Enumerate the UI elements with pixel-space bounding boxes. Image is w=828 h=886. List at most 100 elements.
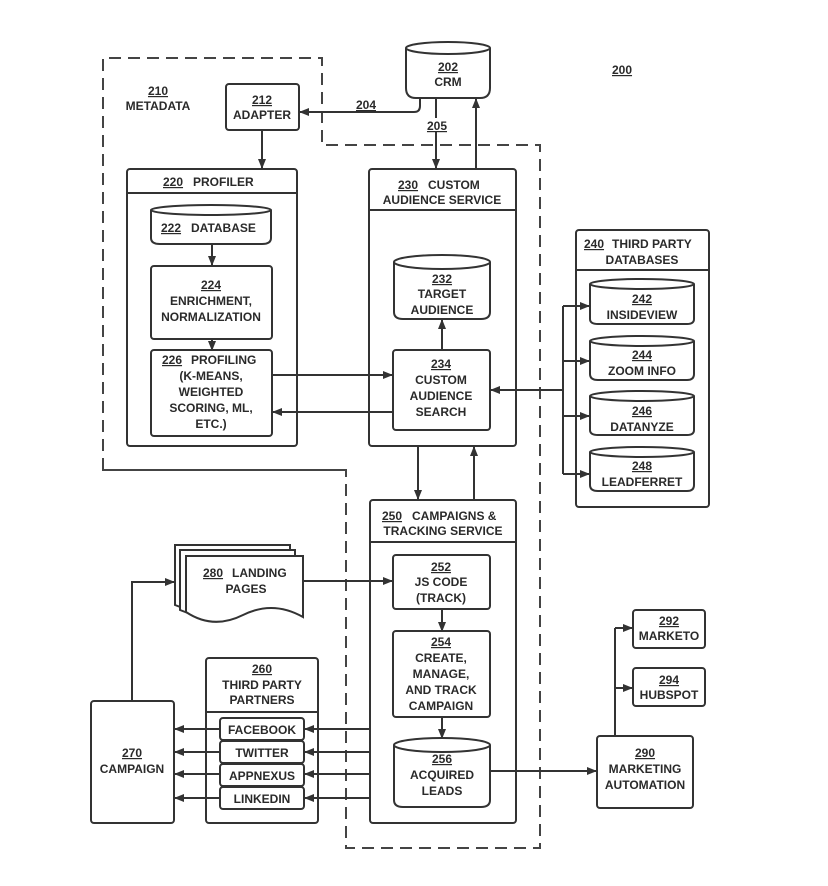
partner-appnexus: APPNEXUS bbox=[219, 763, 305, 787]
campaign-ref: 270 bbox=[122, 746, 142, 760]
js-code-ref: 252 bbox=[431, 560, 451, 574]
tpdb-label: THIRD PARTY bbox=[612, 237, 692, 251]
automation-ref: 290 bbox=[635, 746, 655, 760]
datanyze-label: DATANYZE bbox=[610, 420, 674, 434]
campaign-label: CAMPAIGN bbox=[100, 762, 164, 776]
profiling-line-1: (K-MEANS, bbox=[179, 369, 242, 383]
target-audience-line-2: AUDIENCE bbox=[411, 303, 474, 317]
profiling-line-4: ETC.) bbox=[195, 417, 226, 431]
enrichment-node: 224 ENRICHMENT, NORMALIZATION bbox=[150, 265, 273, 340]
leadferret-label: LEADFERRET bbox=[602, 475, 683, 489]
acquired-leads-node: 256 ACQUIRED LEADS bbox=[393, 737, 491, 808]
insideview-ref: 242 bbox=[632, 292, 652, 306]
profiling-node: 226 PROFILING (K-MEANS, WEIGHTED SCORING… bbox=[150, 349, 273, 437]
search-line-3: SEARCH bbox=[416, 405, 467, 419]
metadata-ref: 210 bbox=[148, 84, 168, 98]
marketo-ref: 292 bbox=[659, 614, 679, 628]
landing-pages-node: 280 LANDING PAGES bbox=[174, 544, 304, 623]
crm-ref: 202 bbox=[438, 60, 458, 74]
campaigns-ref: 250 bbox=[382, 509, 402, 523]
automation-line-2: AUTOMATION bbox=[605, 778, 685, 792]
leads-line-1: ACQUIRED bbox=[410, 768, 474, 782]
hubspot-ref: 294 bbox=[659, 673, 679, 687]
edge-205-label: 205 bbox=[427, 119, 447, 133]
partner-facebook-label: FACEBOOK bbox=[228, 723, 296, 737]
metadata-label: METADATA bbox=[126, 99, 191, 113]
create-manage-node: 254 CREATE, MANAGE, AND TRACK CAMPAIGN bbox=[392, 630, 491, 718]
create-line-3: AND TRACK bbox=[405, 683, 477, 697]
landing-ref: 280 bbox=[203, 566, 223, 580]
partner-linkedin-label: LINKEDIN bbox=[234, 792, 291, 806]
cas-label: CUSTOM bbox=[428, 178, 480, 192]
profiler-label: PROFILER bbox=[193, 175, 254, 189]
crm-node: 202 CRM bbox=[405, 41, 491, 99]
crm-label: CRM bbox=[434, 75, 461, 89]
database-node: 222 DATABASE bbox=[150, 204, 272, 245]
profiling-ref: 226 bbox=[162, 353, 182, 367]
edge-204-label: 204 bbox=[356, 98, 376, 112]
target-audience-ref: 232 bbox=[432, 272, 452, 286]
campaigns-label: CAMPAIGNS & bbox=[412, 509, 497, 523]
adapter-label: ADAPTER bbox=[233, 108, 291, 122]
enrichment-ref: 224 bbox=[201, 278, 221, 292]
create-line-1: CREATE, bbox=[415, 651, 467, 665]
adapter-ref: 212 bbox=[252, 93, 272, 107]
search-ref: 234 bbox=[431, 357, 451, 371]
tpp-line-2: PARTNERS bbox=[229, 693, 294, 707]
partner-twitter: TWITTER bbox=[219, 740, 305, 764]
leads-line-2: LEADS bbox=[422, 784, 463, 798]
zoominfo-node: 244 ZOOM INFO bbox=[589, 335, 695, 381]
zoominfo-ref: 244 bbox=[632, 348, 652, 362]
edge-crm-adapter bbox=[299, 98, 421, 116]
js-code-line-1: JS CODE bbox=[415, 575, 468, 589]
adapter-node: 212 ADAPTER bbox=[225, 83, 300, 131]
datanyze-ref: 246 bbox=[632, 404, 652, 418]
tpdb-label-2: DATABASES bbox=[606, 253, 679, 267]
profiling-line-3: SCORING, ML, bbox=[169, 401, 252, 415]
tpdb-ref: 240 bbox=[584, 237, 604, 251]
profiler-ref: 220 bbox=[163, 175, 183, 189]
landing-label: LANDING bbox=[232, 566, 287, 580]
zoominfo-label: ZOOM INFO bbox=[608, 364, 676, 378]
marketo-label: MARKETO bbox=[639, 629, 699, 643]
partner-facebook: FACEBOOK bbox=[219, 717, 305, 741]
marketo-node: 292 MARKETO bbox=[632, 609, 706, 649]
tpp-line-1: THIRD PARTY bbox=[222, 678, 302, 692]
landing-label-2: PAGES bbox=[225, 582, 266, 596]
search-line-1: CUSTOM bbox=[415, 373, 467, 387]
edge-campaign-landing bbox=[131, 578, 175, 701]
campaigns-label-2: TRACKING SERVICE bbox=[383, 524, 502, 538]
js-code-node: 252 JS CODE (TRACK) bbox=[392, 554, 491, 610]
enrichment-line-1: ENRICHMENT, bbox=[170, 294, 252, 308]
database-label: DATABASE bbox=[191, 221, 256, 235]
create-line-4: CAMPAIGN bbox=[409, 699, 473, 713]
insideview-label: INSIDEVIEW bbox=[607, 308, 678, 322]
custom-audience-search-node: 234 CUSTOM AUDIENCE SEARCH bbox=[392, 349, 491, 431]
datanyze-node: 246 DATANYZE bbox=[589, 390, 695, 436]
create-ref: 254 bbox=[431, 635, 451, 649]
leadferret-node: 248 LEADFERRET bbox=[589, 446, 695, 492]
cas-label-2: AUDIENCE SERVICE bbox=[383, 193, 501, 207]
enrichment-line-2: NORMALIZATION bbox=[161, 310, 261, 324]
create-line-2: MANAGE, bbox=[413, 667, 470, 681]
leads-ref: 256 bbox=[432, 752, 452, 766]
target-audience-node: 232 TARGET AUDIENCE bbox=[393, 254, 491, 320]
profiling-label: PROFILING bbox=[191, 353, 256, 367]
hubspot-label: HUBSPOT bbox=[640, 688, 699, 702]
automation-line-1: MARKETING bbox=[609, 762, 682, 776]
cas-ref: 230 bbox=[398, 178, 418, 192]
partner-linkedin: LINKEDIN bbox=[219, 786, 305, 810]
partner-twitter-label: TWITTER bbox=[235, 746, 289, 760]
target-audience-line-1: TARGET bbox=[418, 287, 467, 301]
js-code-line-2: (TRACK) bbox=[416, 591, 466, 605]
database-ref: 222 bbox=[161, 221, 181, 235]
campaign-node: 270 CAMPAIGN bbox=[90, 700, 175, 824]
figure-ref: 200 bbox=[612, 63, 632, 77]
tpp-ref: 260 bbox=[252, 662, 272, 676]
leadferret-ref: 248 bbox=[632, 459, 652, 473]
hubspot-node: 294 HUBSPOT bbox=[632, 667, 706, 707]
search-line-2: AUDIENCE bbox=[410, 389, 473, 403]
metadata-boundary bbox=[102, 57, 541, 849]
marketing-automation-node: 290 MARKETING AUTOMATION bbox=[596, 735, 694, 809]
